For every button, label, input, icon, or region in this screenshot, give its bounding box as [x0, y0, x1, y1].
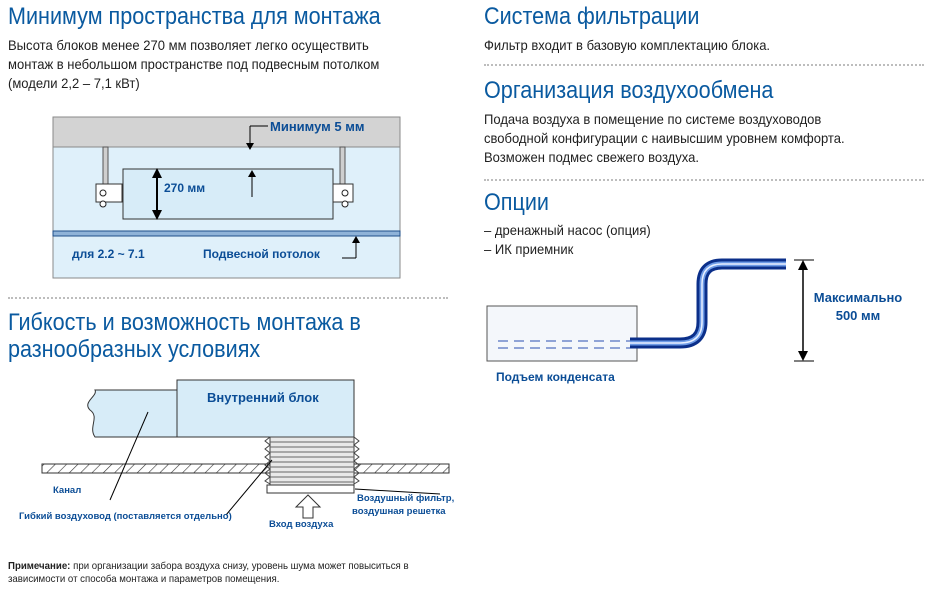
duct-channel: [87, 389, 181, 438]
condensate-lift-label: Подъем конденсата: [496, 370, 615, 384]
max-height-label-1: Максимально: [814, 290, 903, 305]
installation-note: Примечание: при организации забора возду…: [8, 560, 440, 586]
max-height-label-2: 500 мм: [836, 308, 881, 323]
upper-ceiling-slab: [52, 116, 401, 148]
models-label: для 2.2 ~ 7.1: [72, 247, 145, 261]
section-text-min-space: Высота блоков менее 270 мм позволяет лег…: [8, 37, 380, 91]
air-inlet-label: Вход воздуха: [269, 519, 334, 530]
section-title-flexibility-2: разнообразных условиях: [8, 336, 261, 363]
section-title-filtration: Система фильтрации: [484, 3, 700, 30]
section-text-airflow: Подача воздуха в помещение по системе во…: [484, 111, 845, 165]
bolt-left-1: [99, 189, 107, 197]
false-ceiling-line: [52, 230, 401, 237]
section-title-airflow: Организация воздухообмена: [484, 77, 774, 104]
flex-duct-label: Гибкий воздуховод (поставляется отдельно…: [19, 511, 232, 522]
option-item-ir: – ИК приемник: [484, 241, 574, 257]
option-item-pump: – дренажный насос (опция): [484, 222, 651, 238]
section-text-filtration: Фильтр входит в базовую комплектацию бло…: [484, 37, 771, 53]
section-divider-left: [8, 297, 448, 299]
flexible-duct: [269, 436, 355, 486]
indoor-unit-block: [176, 379, 355, 438]
section-divider-right-2: [484, 179, 924, 181]
filter-label-2: воздушная решетка: [352, 506, 446, 517]
bolt-right-1: [341, 189, 349, 197]
height-label: 270 мм: [164, 181, 205, 195]
min-5mm-label: Минимум 5 мм: [270, 119, 364, 134]
filter-label-1: Воздушный фильтр,: [357, 493, 454, 504]
ceiling-slab-hatched: [41, 463, 450, 474]
min-space-diagram: 270 мм Минимум 5 мм для 2.2 ~ 7.1 Подвес…: [52, 116, 401, 279]
note-text: при организации забора воздуха снизу, ур…: [8, 560, 409, 585]
air-grille: [266, 484, 355, 494]
air-inlet-arrow: [294, 494, 322, 519]
unit-with-pump: [486, 305, 638, 362]
bolt-left-2: [99, 200, 107, 208]
section-title-min-space: Минимум пространства для монтажа: [8, 3, 381, 30]
condensate-lift-diagram: Максимально 500 мм Подъем конденсата: [486, 258, 903, 384]
drain-pipe: [630, 258, 786, 349]
ceiling-label: Подвесной потолок: [203, 247, 321, 261]
note-label: Примечание:: [8, 560, 71, 572]
channel-label: Канал: [53, 485, 81, 496]
section-title-flexibility-1: Гибкость и возможность монтажа в: [8, 309, 361, 336]
section-title-options: Опции: [484, 189, 550, 216]
bolt-right-2: [341, 200, 349, 208]
bracket-left: [95, 183, 123, 203]
indoor-unit-label: Внутренний блок: [207, 390, 319, 405]
flex-install-diagram: Внутренний блок Канал Гибкий воздуховод …: [19, 379, 454, 530]
section-divider-right-1: [484, 64, 924, 66]
